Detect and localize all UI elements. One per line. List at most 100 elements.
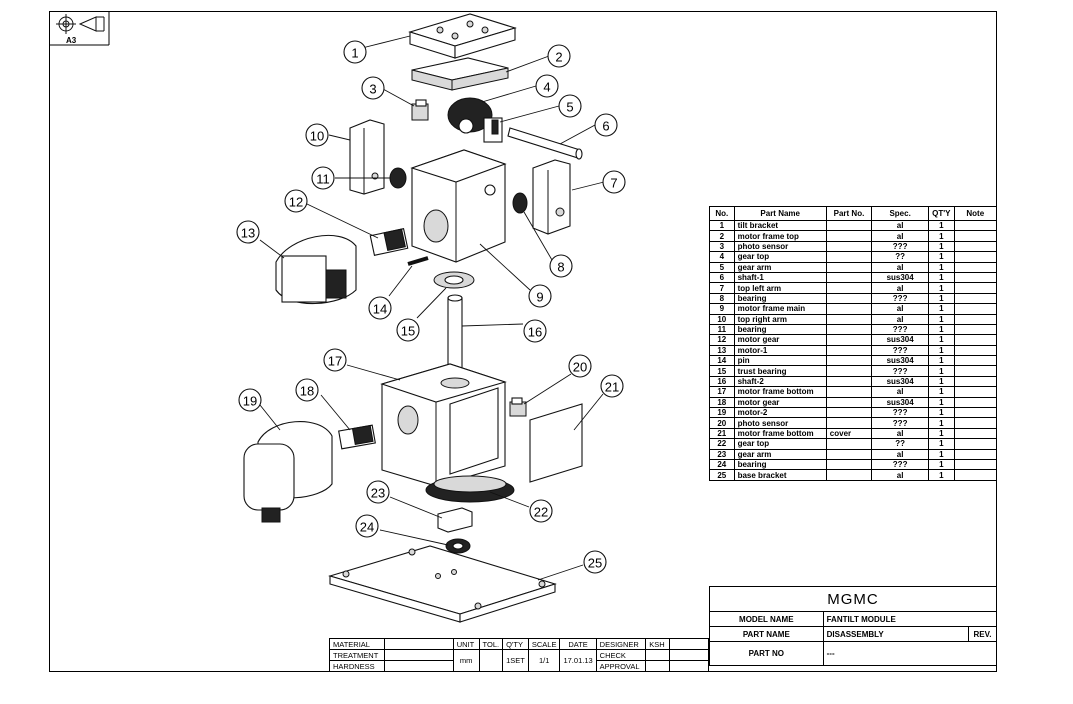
parts-list-cell: 1 <box>928 386 955 398</box>
balloon-19: 19 <box>238 388 262 412</box>
parts-list-cell: al <box>871 261 930 273</box>
parts-list-cell <box>825 282 873 294</box>
parts-list-cell: 15 <box>709 365 735 377</box>
balloon-label: 10 <box>310 129 324 144</box>
parts-list-cell: motor-2 <box>733 407 827 419</box>
parts-list-cell <box>953 448 997 461</box>
parts-list-cell: al <box>871 303 930 315</box>
parts-list-cell: sus304 <box>871 355 930 367</box>
balloon-13: 13 <box>236 220 260 244</box>
parts-list-cell: ?? <box>871 251 930 263</box>
parts-list-cell: gear arm <box>733 448 827 461</box>
parts-list-cell: 1 <box>928 251 955 263</box>
parts-list-cell: 11 <box>709 323 735 336</box>
hardness-label: HARDNESS <box>328 660 386 672</box>
parts-list-cell <box>825 469 873 481</box>
parts-list-cell: 22 <box>709 438 735 450</box>
parts-list-cell: tilt bracket <box>733 219 827 232</box>
part-no-label: PART NO <box>709 641 824 666</box>
parts-list-cell: ??? <box>871 407 930 419</box>
parts-list-cell <box>825 240 873 253</box>
part-name-value: DISASSEMBLY <box>822 626 970 642</box>
balloon-label: 6 <box>602 119 609 134</box>
parts-list-cell: gear top <box>733 251 827 263</box>
parts-list-cell: 8 <box>709 292 735 305</box>
parts-list-cell: 10 <box>709 313 735 325</box>
parts-list-cell <box>953 375 997 388</box>
parts-list-cell <box>825 230 873 242</box>
approval-label: APPROVAL <box>595 660 647 672</box>
parts-list-cell: sus304 <box>871 334 930 346</box>
part-base-bracket <box>328 545 557 623</box>
part-photo-sensor-bottom <box>509 397 527 417</box>
balloon-6: 6 <box>594 113 618 137</box>
parts-list-cell: cover <box>825 427 873 440</box>
parts-list-cell: 1 <box>928 469 955 481</box>
parts-list-column-header: QT'Y <box>928 206 955 221</box>
parts-list-cell: 13 <box>709 344 735 357</box>
parts-list-cell: 1 <box>928 396 955 409</box>
designer-label: DESIGNER <box>595 638 647 650</box>
parts-list-cell: motor frame bottom <box>733 386 827 398</box>
parts-list-cell: ??? <box>871 323 930 336</box>
parts-list-cell: shaft-1 <box>733 271 827 284</box>
parts-list-column-header: Spec. <box>871 206 930 221</box>
balloon-label: 2 <box>555 50 562 65</box>
balloon-9: 9 <box>528 284 552 308</box>
parts-list-cell <box>953 323 997 336</box>
qty-value: 1SET <box>502 649 529 672</box>
part-shaft-2 <box>447 294 463 373</box>
parts-list-cell: 21 <box>709 427 735 440</box>
balloon-label: 19 <box>243 394 257 409</box>
parts-list-cell <box>825 407 873 419</box>
part-no-value: --- <box>822 641 998 666</box>
parts-list-cell: ?? <box>871 438 930 450</box>
parts-list-cell <box>825 323 873 336</box>
parts-list-cell <box>953 303 997 315</box>
parts-list-cell: shaft-2 <box>733 375 827 388</box>
parts-list-cell: 1 <box>928 240 955 253</box>
title-block: MGMC MODEL NAME FANTILT MODULE PART NAME… <box>709 586 998 666</box>
balloon-label: 17 <box>328 354 342 369</box>
parts-list-cell: 1 <box>928 427 955 440</box>
parts-list-cell <box>953 407 997 419</box>
unit-value: mm <box>452 649 480 672</box>
balloon-label: 8 <box>557 260 564 275</box>
part-trust-bearing <box>433 271 475 289</box>
parts-list-cell: top left arm <box>733 282 827 294</box>
parts-list-cell: 25 <box>709 469 735 481</box>
parts-list-cell: motor frame bottom <box>733 427 827 440</box>
parts-list-cell: 1 <box>928 334 955 346</box>
scale-label: SCALE <box>527 638 561 650</box>
parts-list-cell <box>953 292 997 305</box>
part-pin <box>407 256 429 266</box>
parts-list-cell: base bracket <box>733 469 827 481</box>
parts-list-cell: 7 <box>709 282 735 294</box>
part-tilt-bracket <box>408 13 517 59</box>
parts-list-cell: 1 <box>928 417 955 429</box>
parts-list-cell <box>825 292 873 305</box>
parts-list-cell: bearing <box>733 292 827 305</box>
parts-list-cell: trust bearing <box>733 365 827 377</box>
parts-list-cell <box>825 417 873 429</box>
parts-list-cell: gear arm <box>733 261 827 273</box>
parts-list-cell: photo sensor <box>733 240 827 253</box>
parts-list-cell: ??? <box>871 344 930 357</box>
parts-list-cell <box>953 313 997 325</box>
parts-list-cell <box>953 469 997 481</box>
parts-list-cell: 1 <box>928 271 955 284</box>
parts-list-cell: 1 <box>928 438 955 450</box>
parts-list-cell: 3 <box>709 240 735 253</box>
parts-list-cell: 2 <box>709 230 735 242</box>
parts-list-cell: 6 <box>709 271 735 284</box>
